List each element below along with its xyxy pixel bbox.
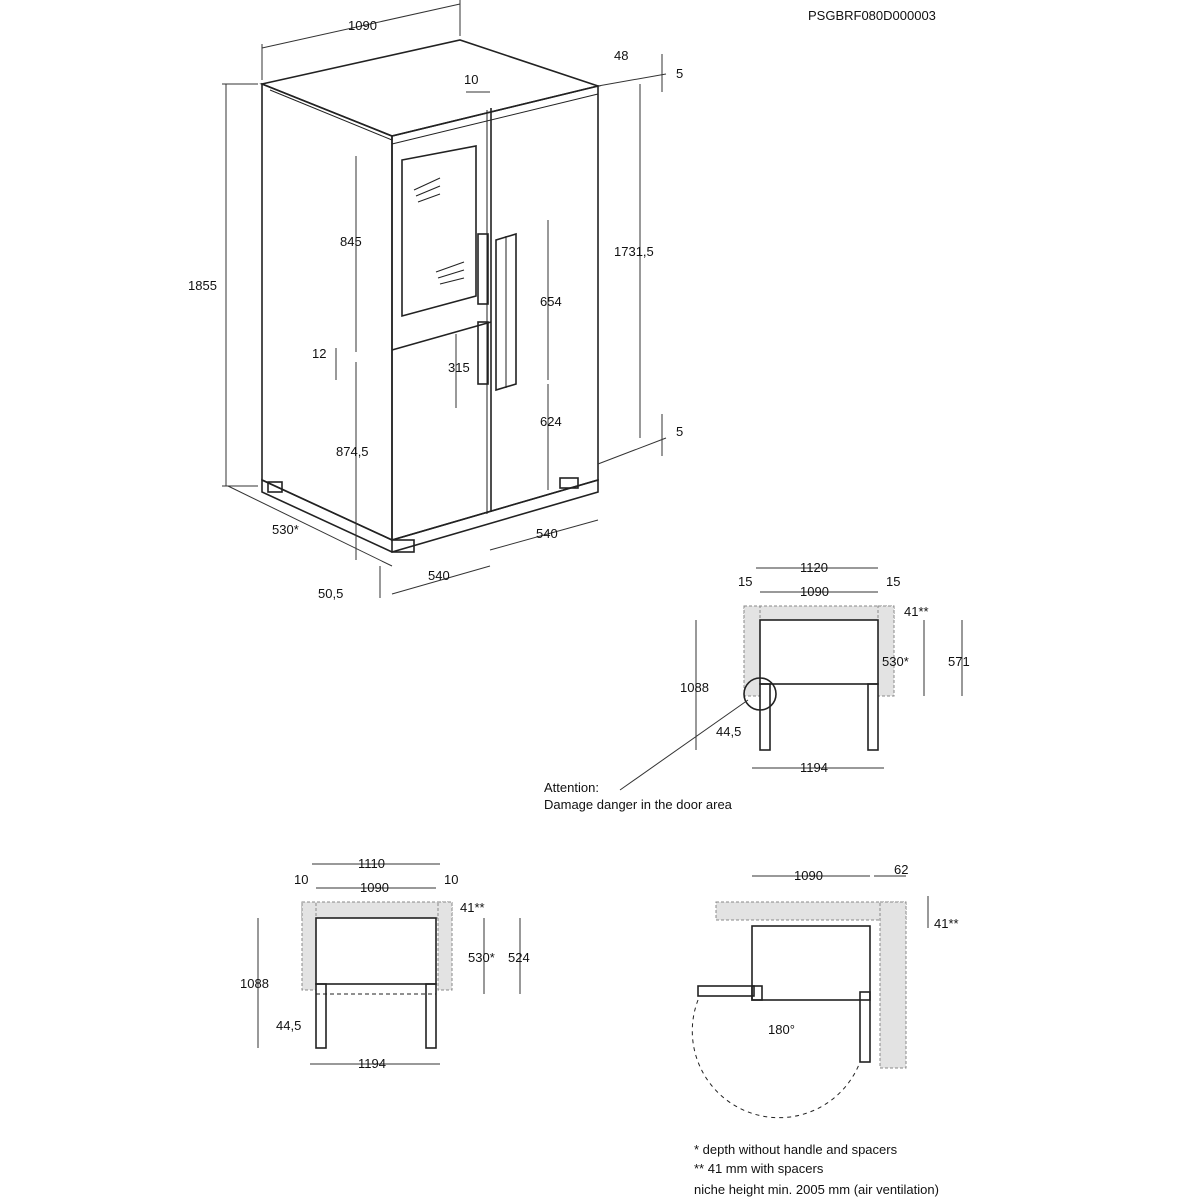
note-niche: niche height min. 2005 mm (air ventilati… bbox=[694, 1182, 939, 1197]
fridge-side-face bbox=[261, 82, 393, 542]
dim-gap-mid: 12 bbox=[312, 346, 326, 361]
dim-depth-total: 571 bbox=[948, 654, 970, 669]
dim-inner-width-2: 1090 bbox=[360, 880, 389, 895]
note-depth: * depth without handle and spacers bbox=[694, 1142, 898, 1157]
dim-width-top: 1090 bbox=[348, 18, 377, 33]
attention-title: Attention: bbox=[544, 780, 599, 795]
dim-height-total: 1855 bbox=[188, 278, 217, 293]
fridge-top-face bbox=[259, 39, 601, 137]
door-handle-lower bbox=[477, 321, 489, 385]
dim-depth-open: 1088 bbox=[680, 680, 709, 695]
document-code: PSGBRF080D000003 bbox=[808, 8, 936, 23]
dim-door-width-right: 540 bbox=[536, 526, 558, 541]
fridge-isometric-view bbox=[222, 0, 667, 598]
dim-width-3: 1090 bbox=[794, 868, 823, 883]
plan-fridge-body bbox=[759, 619, 879, 685]
dim-hinge-2: 44,5 bbox=[276, 1018, 301, 1033]
plan-view-top-right bbox=[619, 567, 963, 791]
dim-outer-width-2: 1110 bbox=[358, 856, 385, 871]
drawer-split-line bbox=[391, 321, 492, 351]
dim-depth-side: 530* bbox=[272, 522, 299, 537]
dim-spacer-3: 41** bbox=[934, 916, 959, 931]
dim-offset-top: 5 bbox=[676, 66, 683, 81]
dim-handle-upper: 654 bbox=[540, 294, 562, 309]
dim-offset-bottom: 5 bbox=[676, 424, 683, 439]
dim-foot-offset: 50,5 bbox=[318, 586, 343, 601]
dim-depth-open-2: 1088 bbox=[240, 976, 269, 991]
door-danger-circle bbox=[743, 677, 777, 711]
plan-view-bottom-left bbox=[257, 863, 521, 1065]
dim-door-width-left: 540 bbox=[428, 568, 450, 583]
door-handle-right bbox=[495, 232, 517, 392]
fridge-base bbox=[261, 478, 599, 553]
dim-height-right: 1731,5 bbox=[614, 244, 654, 259]
dim-side-right: 15 bbox=[886, 574, 900, 589]
dim-depth-body: 530* bbox=[882, 654, 909, 669]
plan-view-bottom-right bbox=[691, 875, 929, 1119]
dim-depth-top: 48 bbox=[614, 48, 628, 63]
dim-open-width-2: 1194 bbox=[358, 1056, 386, 1071]
dim-spacer: 41** bbox=[904, 604, 929, 619]
dim-spacer-2: 41** bbox=[460, 900, 485, 915]
dim-side-left: 15 bbox=[738, 574, 752, 589]
dim-hinge: 44,5 bbox=[716, 724, 741, 739]
dim-side-right-2: 10 bbox=[444, 872, 458, 887]
attention-text: Damage danger in the door area bbox=[544, 797, 732, 812]
dim-lower-door: 874,5 bbox=[336, 444, 369, 459]
window-pane bbox=[401, 145, 477, 318]
dim-open-width: 1194 bbox=[800, 760, 828, 775]
dim-depth-total-2: 524 bbox=[508, 950, 530, 965]
dim-angle: 180° bbox=[768, 1022, 795, 1037]
door-handle-upper bbox=[477, 233, 489, 305]
dim-handle-lower: 624 bbox=[540, 414, 562, 429]
dim-upper-door: 845 bbox=[340, 234, 362, 249]
dim-handle-small: 315 bbox=[448, 360, 470, 375]
dim-inner-width: 1090 bbox=[800, 584, 829, 599]
dim-side-left-2: 10 bbox=[294, 872, 308, 887]
dim-wall-gap: 62 bbox=[894, 862, 908, 877]
dim-gap-top: 10 bbox=[464, 72, 478, 87]
note-spacers: ** 41 mm with spacers bbox=[694, 1161, 824, 1176]
dim-depth-body-2: 530* bbox=[468, 950, 495, 965]
fridge-front-face bbox=[391, 84, 599, 542]
dim-outer-width: 1120 bbox=[800, 560, 828, 575]
